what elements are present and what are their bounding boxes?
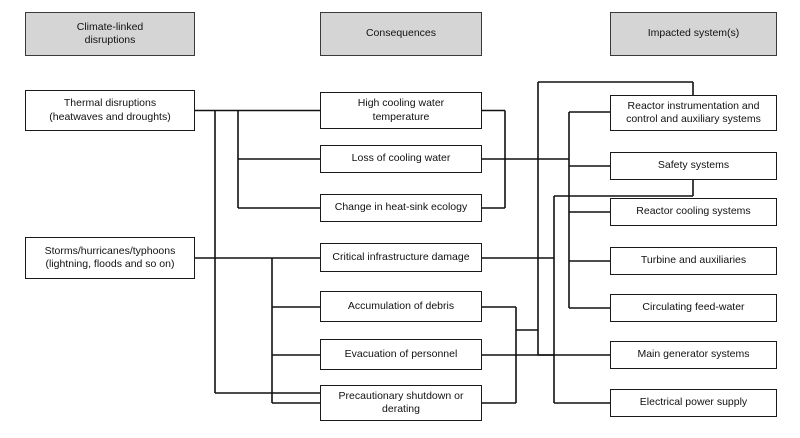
node-thermal-disruptions[interactable]: Thermal disruptions (heatwaves and droug… [25,90,195,131]
node-label: Precautionary shutdown or derating [338,389,464,415]
header-impacted-systems: Impacted system(s) [610,12,777,56]
node-turbine-and-auxiliaries[interactable]: Turbine and auxiliaries [610,247,777,275]
node-reactor-instrumentation-control[interactable]: Reactor instrumentation and control and … [610,95,777,131]
node-label: Turbine and auxiliaries [640,254,747,267]
node-label: Safety systems [657,159,730,172]
header-label: Impacted system(s) [647,27,740,40]
node-label: Thermal disruptions (heatwaves and droug… [49,97,171,123]
node-label: Evacuation of personnel [344,347,458,360]
node-label: Accumulation of debris [347,299,455,312]
header-consequences: Consequences [320,12,482,56]
node-label: Critical infrastructure damage [332,250,470,263]
node-electrical-power-supply[interactable]: Electrical power supply [610,389,777,417]
node-label: Circulating feed-water [642,301,745,314]
header-label: Consequences [365,27,437,40]
node-storms-hurricanes-typhoons[interactable]: Storms/hurricanes/typhoons (lightning, f… [25,237,195,279]
node-label: Reactor instrumentation and control and … [626,99,761,125]
node-high-cooling-water-temperature[interactable]: High cooling water temperature [320,92,482,129]
node-label: Electrical power supply [639,396,748,409]
node-circulating-feed-water[interactable]: Circulating feed-water [610,294,777,322]
node-label: Reactor cooling systems [636,205,751,218]
header-climate-linked-disruptions: Climate-linked disruptions [25,12,195,56]
node-evacuation-of-personnel[interactable]: Evacuation of personnel [320,339,482,370]
node-precautionary-shutdown-or-derating[interactable]: Precautionary shutdown or derating [320,385,482,421]
header-label: Climate-linked disruptions [76,20,144,46]
node-main-generator-systems[interactable]: Main generator systems [610,341,777,369]
node-accumulation-of-debris[interactable]: Accumulation of debris [320,291,482,322]
node-change-in-heat-sink-ecology[interactable]: Change in heat-sink ecology [320,194,482,222]
node-reactor-cooling-systems[interactable]: Reactor cooling systems [610,198,777,226]
node-critical-infrastructure-damage[interactable]: Critical infrastructure damage [320,243,482,272]
node-label: Loss of cooling water [351,152,451,165]
node-label: Change in heat-sink ecology [334,201,468,214]
node-loss-of-cooling-water[interactable]: Loss of cooling water [320,145,482,173]
node-label: Storms/hurricanes/typhoons (lightning, f… [44,244,176,270]
node-label: High cooling water temperature [357,97,445,123]
node-safety-systems[interactable]: Safety systems [610,152,777,180]
node-label: Main generator systems [637,348,750,361]
